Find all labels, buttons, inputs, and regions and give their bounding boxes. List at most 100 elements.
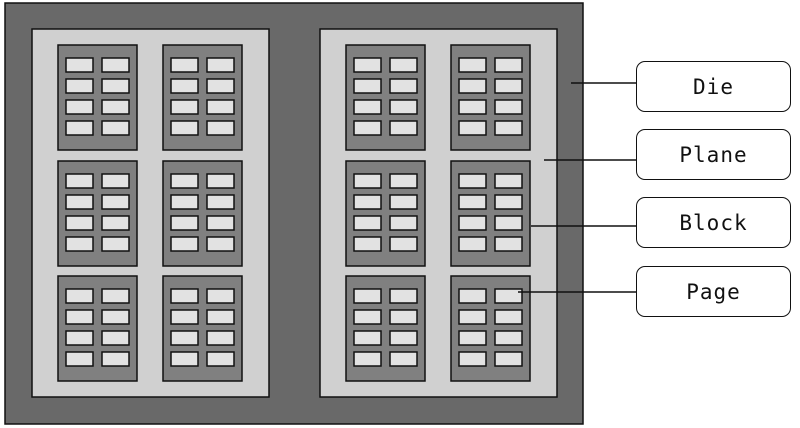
page: [65, 309, 94, 325]
page: [206, 173, 235, 189]
page: [458, 330, 487, 346]
page: [65, 78, 94, 94]
page: [206, 236, 235, 252]
page: [206, 194, 235, 210]
page: [389, 173, 418, 189]
page: [170, 173, 199, 189]
page: [389, 194, 418, 210]
page: [458, 99, 487, 115]
page: [353, 120, 382, 136]
page: [389, 236, 418, 252]
page: [101, 236, 130, 252]
page: [170, 194, 199, 210]
page: [65, 194, 94, 210]
label-plane: Plane: [636, 129, 791, 180]
page: [389, 215, 418, 231]
page: [494, 309, 523, 325]
page: [206, 120, 235, 136]
page: [353, 288, 382, 304]
page: [101, 99, 130, 115]
page: [458, 236, 487, 252]
page: [206, 99, 235, 115]
page: [101, 215, 130, 231]
page: [65, 57, 94, 73]
page: [65, 330, 94, 346]
page: [494, 330, 523, 346]
page: [389, 351, 418, 367]
page: [101, 173, 130, 189]
page: [389, 309, 418, 325]
page: [389, 78, 418, 94]
page: [389, 120, 418, 136]
page: [458, 351, 487, 367]
page: [389, 288, 418, 304]
page: [389, 57, 418, 73]
page: [353, 309, 382, 325]
page: [353, 194, 382, 210]
page: [101, 194, 130, 210]
page: [494, 194, 523, 210]
page: [65, 120, 94, 136]
page: [494, 351, 523, 367]
page: [65, 173, 94, 189]
label-page: Page: [636, 266, 791, 317]
page: [206, 309, 235, 325]
page: [206, 351, 235, 367]
page: [458, 288, 487, 304]
page: [458, 194, 487, 210]
page: [458, 173, 487, 189]
page: [389, 330, 418, 346]
page: [170, 236, 199, 252]
page: [170, 288, 199, 304]
page: [494, 288, 523, 304]
label-block-text: Block: [679, 210, 748, 235]
page: [101, 288, 130, 304]
page: [206, 288, 235, 304]
page: [353, 351, 382, 367]
page: [170, 78, 199, 94]
page: [101, 330, 130, 346]
label-plane-text: Plane: [679, 142, 748, 167]
page: [65, 215, 94, 231]
page: [353, 57, 382, 73]
label-die-text: Die: [693, 74, 734, 99]
page: [65, 99, 94, 115]
page: [101, 309, 130, 325]
page: [494, 57, 523, 73]
page: [65, 351, 94, 367]
page: [458, 78, 487, 94]
label-block: Block: [636, 197, 791, 248]
page: [206, 78, 235, 94]
page: [170, 120, 199, 136]
label-die: Die: [636, 61, 791, 112]
page: [65, 288, 94, 304]
page: [170, 309, 199, 325]
page: [170, 215, 199, 231]
page: [353, 78, 382, 94]
page: [101, 351, 130, 367]
page: [494, 99, 523, 115]
page: [206, 330, 235, 346]
page: [458, 309, 487, 325]
page: [206, 57, 235, 73]
page: [101, 57, 130, 73]
page: [206, 215, 235, 231]
page: [101, 78, 130, 94]
page: [101, 120, 130, 136]
page: [389, 99, 418, 115]
page: [494, 236, 523, 252]
page: [494, 120, 523, 136]
page: [353, 173, 382, 189]
page: [458, 215, 487, 231]
page: [170, 57, 199, 73]
page: [170, 330, 199, 346]
page: [458, 120, 487, 136]
page: [494, 173, 523, 189]
page: [353, 236, 382, 252]
page: [170, 99, 199, 115]
label-page-text: Page: [686, 279, 741, 304]
page: [494, 215, 523, 231]
page: [353, 330, 382, 346]
page: [353, 99, 382, 115]
